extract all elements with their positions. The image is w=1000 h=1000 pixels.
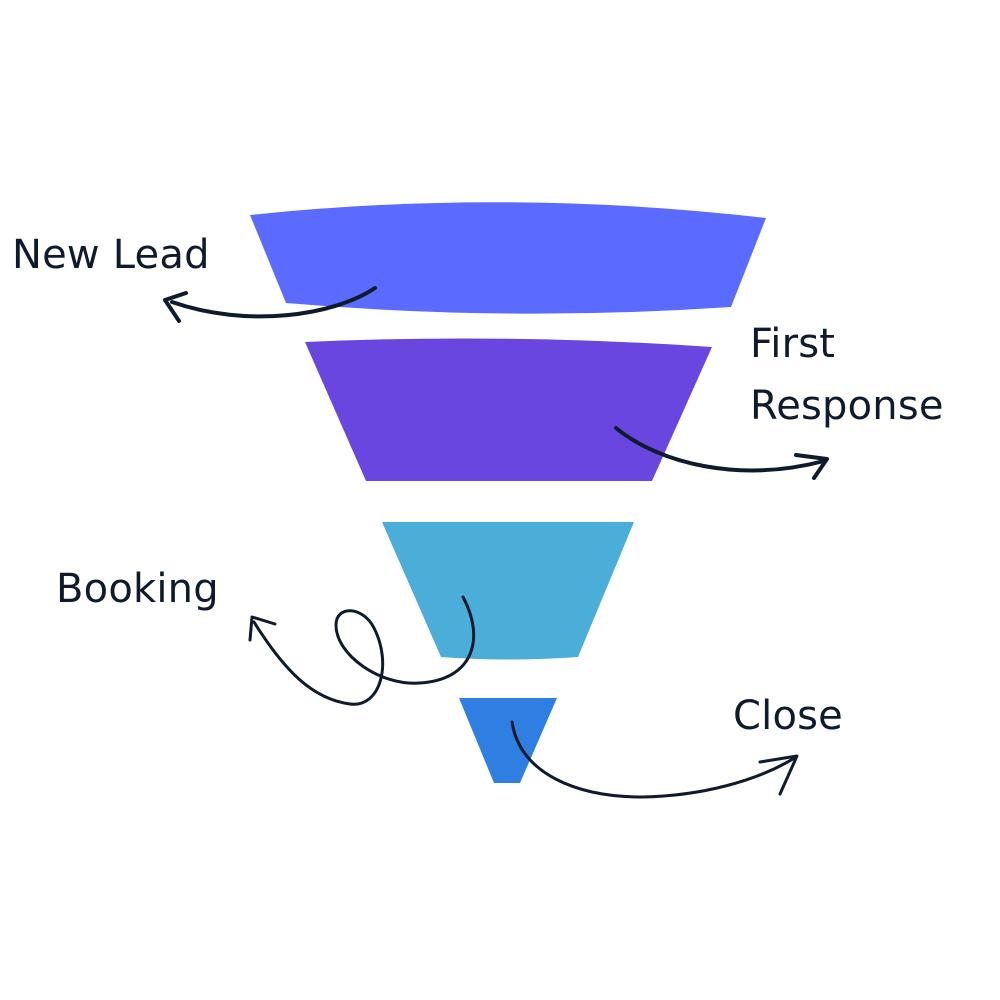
arrow-new-lead xyxy=(163,286,377,323)
label-first-response-line-1: First xyxy=(750,321,836,367)
label-new-lead: New Lead xyxy=(12,224,210,286)
arrow-close xyxy=(510,720,799,799)
arrow-first-response xyxy=(614,426,829,480)
funnel-segment-first-response xyxy=(305,338,712,481)
label-booking-line-1: Booking xyxy=(56,566,219,612)
label-new-lead-line-1: New Lead xyxy=(12,232,210,278)
funnel-segment-booking xyxy=(382,522,634,660)
label-close: Close xyxy=(733,685,843,747)
label-first-response-line-2: Response xyxy=(750,383,944,429)
label-close-line-1: Close xyxy=(733,693,843,739)
funnel-segment-new-lead xyxy=(250,202,766,314)
label-booking: Booking xyxy=(56,558,219,620)
funnel-segment-close xyxy=(459,698,557,783)
arrow-booking xyxy=(248,595,476,706)
label-first-response: First Response xyxy=(750,313,944,437)
